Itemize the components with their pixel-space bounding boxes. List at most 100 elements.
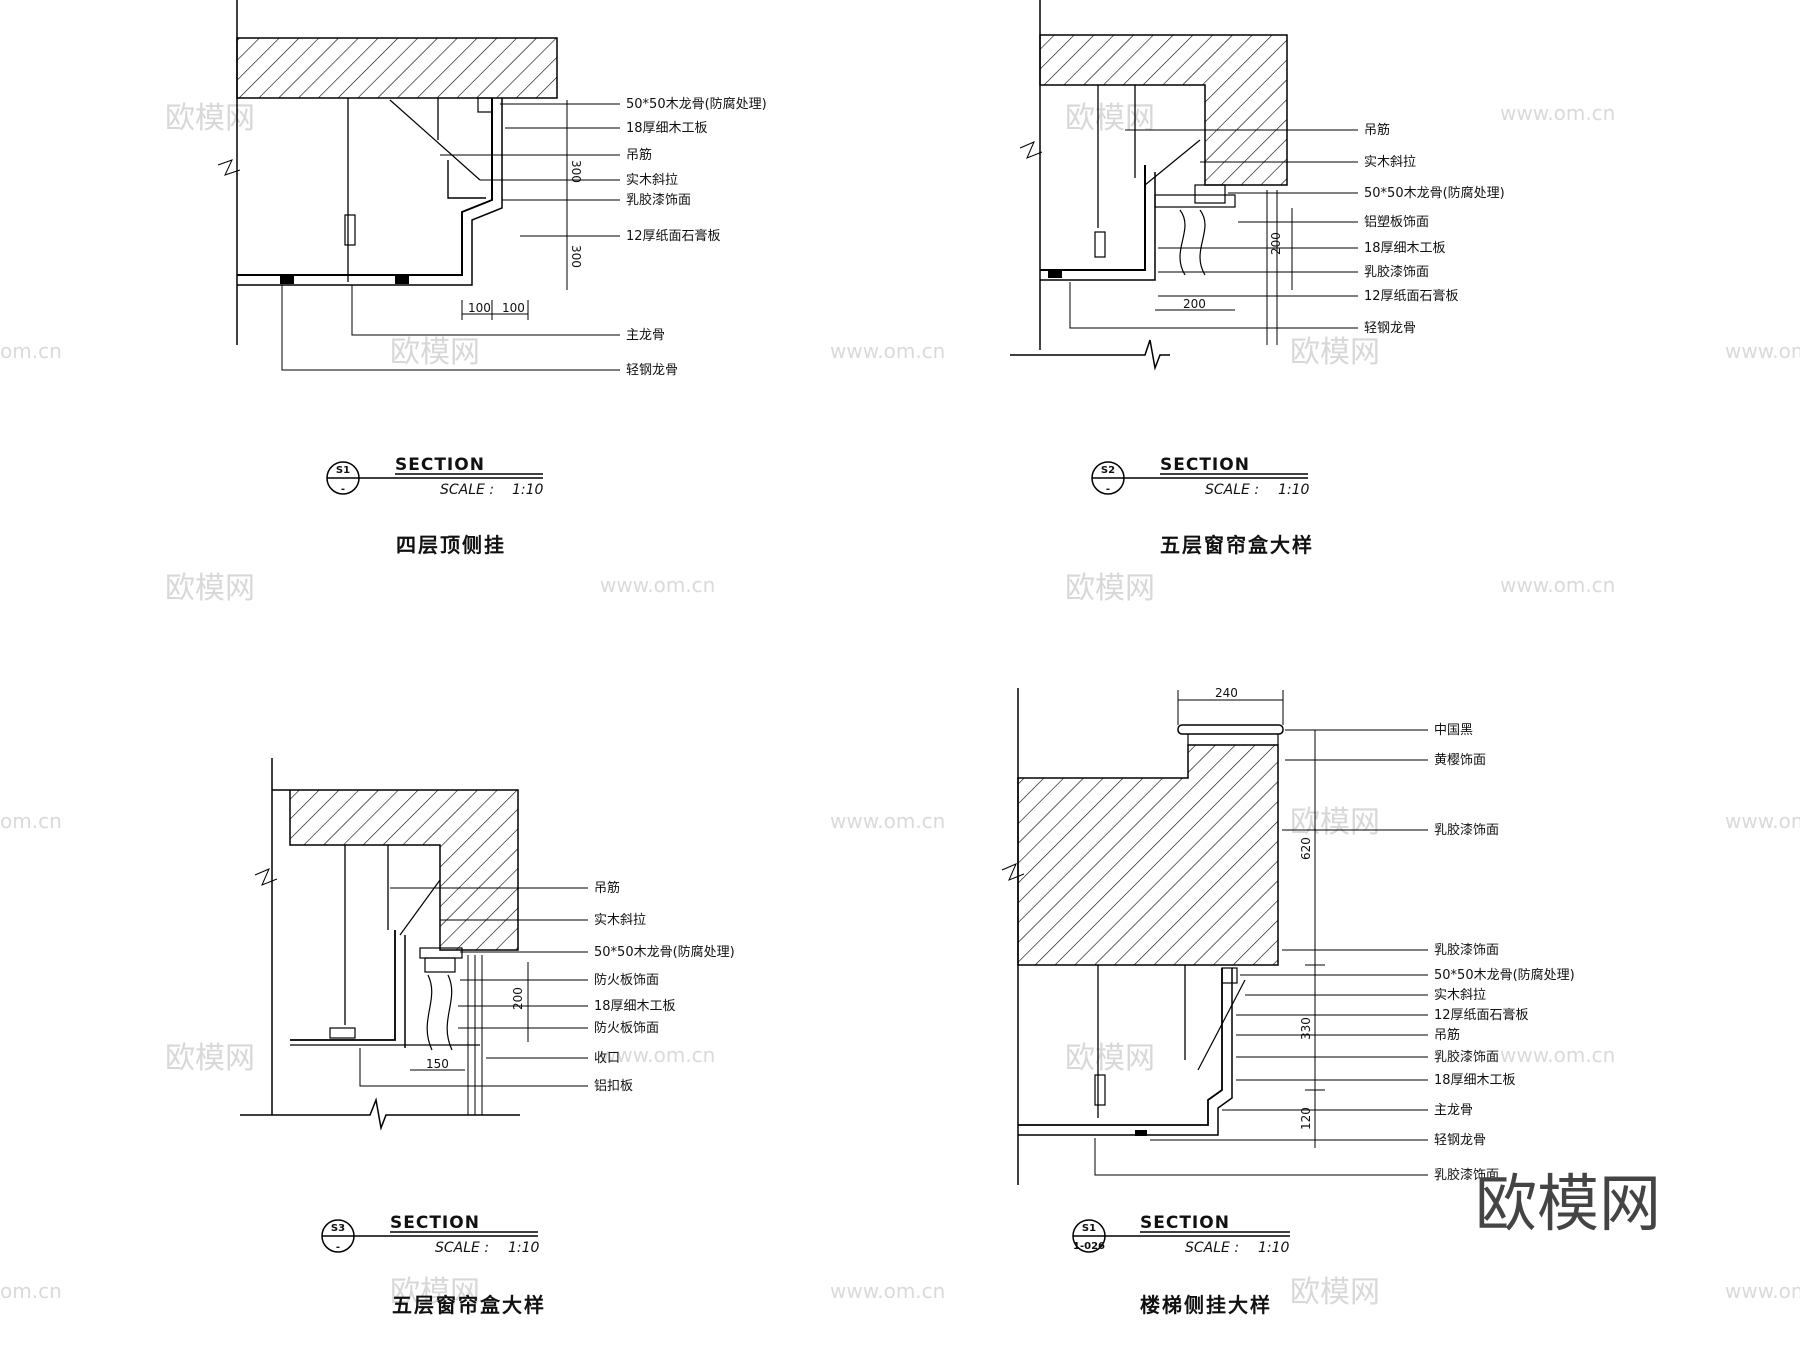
watermark-url: om.cn [0,809,62,833]
callout-label: 乳胶漆饰面 [1434,1049,1499,1065]
watermark-brand: 欧模网 [165,571,255,606]
section-heading: SECTION [1160,455,1250,475]
drawing-title: 楼梯侧挂大样 [1140,1293,1272,1317]
callout-label: 主龙骨 [1434,1103,1473,1118]
scale-label: SCALE : [1205,482,1259,498]
callout-label: 乳胶漆饰面 [1434,1167,1499,1183]
dim-label: 240 [1215,686,1238,700]
detail-s1-ceiling-side-hang: 300 300 100 100 50*50木龙骨(防腐处理) 18厚细木工板 吊… [217,0,767,557]
dim-label: 330 [1299,1017,1313,1040]
callout-label: 铝扣板 [594,1079,633,1094]
watermark-url: om.cn [0,1279,62,1303]
watermark-brand: 欧模网 [1065,571,1155,606]
detail-stair-side-hang: 240 620 330 120 中国黑 黄樱饰面 乳胶漆饰面 乳胶漆饰面 50*… [1001,686,1575,1317]
section-tag: S2 [1101,465,1115,476]
watermark-url: www.om.cn [830,339,945,363]
scale-label: SCALE : [440,482,494,498]
watermark-url: www.om.cn [600,1043,715,1067]
callout-label: 18厚细木工板 [594,999,676,1014]
drawing-title: 五层窗帘盒大样 [1160,533,1314,557]
callout-label: 防火板饰面 [594,1020,659,1036]
callout-label: 50*50木龙骨(防腐处理) [626,96,767,112]
scale-label: SCALE : [435,1240,489,1256]
callout-label: 防火板饰面 [594,972,659,988]
dim-label: 300 [569,160,583,183]
dim-label: 300 [569,245,583,268]
callout-label: 吊筋 [1364,122,1390,138]
callout-label: 实木斜拉 [626,173,678,188]
scale-value: 1:10 [512,482,544,498]
drawing-title: 五层窗帘盒大样 [392,1293,546,1317]
callout-label: 18厚细木工板 [1434,1073,1516,1088]
watermark-url: www.om.cn [1500,1043,1615,1067]
section-tag: S3 [331,1223,345,1234]
callout-label: 18厚细木工板 [1364,241,1446,256]
watermark-brand: 欧模网 [390,335,480,370]
callout-label: 12厚纸面石膏板 [626,228,721,244]
callout-label: 轻钢龙骨 [1434,1133,1486,1148]
watermark-brand: 欧模网 [1290,335,1380,370]
callout-label: 实木斜拉 [1364,155,1416,170]
watermark-url: www.om.cn [830,809,945,833]
section-tag-sub: - [341,484,345,495]
section-tag: S1 [336,465,350,476]
section-tag-sub: - [336,1242,340,1253]
section-tag-sub: - [1106,484,1110,495]
watermark-brand: 欧模网 [165,1041,255,1076]
watermark-url: om.cn [0,339,62,363]
watermark-url: www.om.cn [830,1279,945,1303]
callout-label: 乳胶漆饰面 [1364,264,1429,280]
watermark-url: www.om.cn [1725,339,1800,363]
watermark-url: www.om.cn [1500,573,1615,597]
callout-label: 12厚纸面石膏板 [1434,1007,1529,1023]
watermark-brand: 欧模网 [1065,101,1155,136]
watermark-brand: 欧模网 [1065,1041,1155,1076]
watermark-brand: 欧模网 [165,101,255,136]
section-tag: S1 [1082,1223,1096,1234]
stone-cap [1177,724,1284,735]
detail-s3-curtain-box: 200 150 吊筋 实木斜拉 50*50木龙骨(防腐处理) 防火板饰面 18厚… [240,758,735,1317]
dim-label: 100 [502,301,525,315]
watermark-url: www.om.cn [1500,101,1615,125]
concrete-slab [1017,744,1279,966]
section-heading: SECTION [390,1213,480,1233]
dim-label: 150 [426,1057,449,1071]
watermark-layer: 欧模网 欧模网 www.om.cn om.cn 欧模网 www.om.cn 欧模… [0,101,1800,1310]
concrete-slab [236,37,558,99]
watermark-url: www.om.cn [1725,1279,1800,1303]
callout-label: 实木斜拉 [1434,988,1486,1003]
callout-label: 吊筋 [626,147,652,163]
callout-label: 吊筋 [594,880,620,896]
watermark-url: www.om.cn [600,573,715,597]
callout-label: 轻钢龙骨 [1364,321,1416,336]
callout-label: 实木斜拉 [594,913,646,928]
detail-s2-curtain-box: 200 200 吊筋 实木斜拉 50*50木龙骨(防腐处理) 铝塑板饰面 18厚… [1010,0,1505,557]
drawing-title: 四层顶侧挂 [396,533,506,557]
section-heading: SECTION [395,455,485,475]
callout-label: 中国黑 [1434,723,1473,738]
callout-label: 50*50木龙骨(防腐处理) [1434,967,1575,983]
watermark-brand: 欧模网 [390,1275,480,1310]
callout-label: 50*50木龙骨(防腐处理) [1364,185,1505,201]
callout-label: 18厚细木工板 [626,121,708,136]
concrete-slab [272,789,519,951]
scale-value: 1:10 [508,1240,540,1256]
section-heading: SECTION [1140,1213,1230,1233]
callout-label: 50*50木龙骨(防腐处理) [594,944,735,960]
dim-label: 100 [468,301,491,315]
watermark-brand: 欧模网 [1290,1275,1380,1310]
watermark-url: www.om.cn [1725,809,1800,833]
scale-value: 1:10 [1278,482,1310,498]
dim-label: 620 [1299,837,1313,860]
scale-label: SCALE : [1185,1240,1239,1256]
section-tag-sub: 1-026 [1073,1241,1105,1252]
callout-label: 主龙骨 [626,328,665,343]
callout-label: 乳胶漆饰面 [1434,942,1499,958]
callout-label: 收口 [594,1051,620,1066]
callout-label: 轻钢龙骨 [626,363,678,378]
callout-label: 乳胶漆饰面 [626,192,691,208]
callout-label: 吊筋 [1434,1027,1460,1043]
dim-label: 120 [1299,1107,1313,1130]
dim-label: 200 [511,987,525,1010]
dim-label: 200 [1269,232,1283,255]
